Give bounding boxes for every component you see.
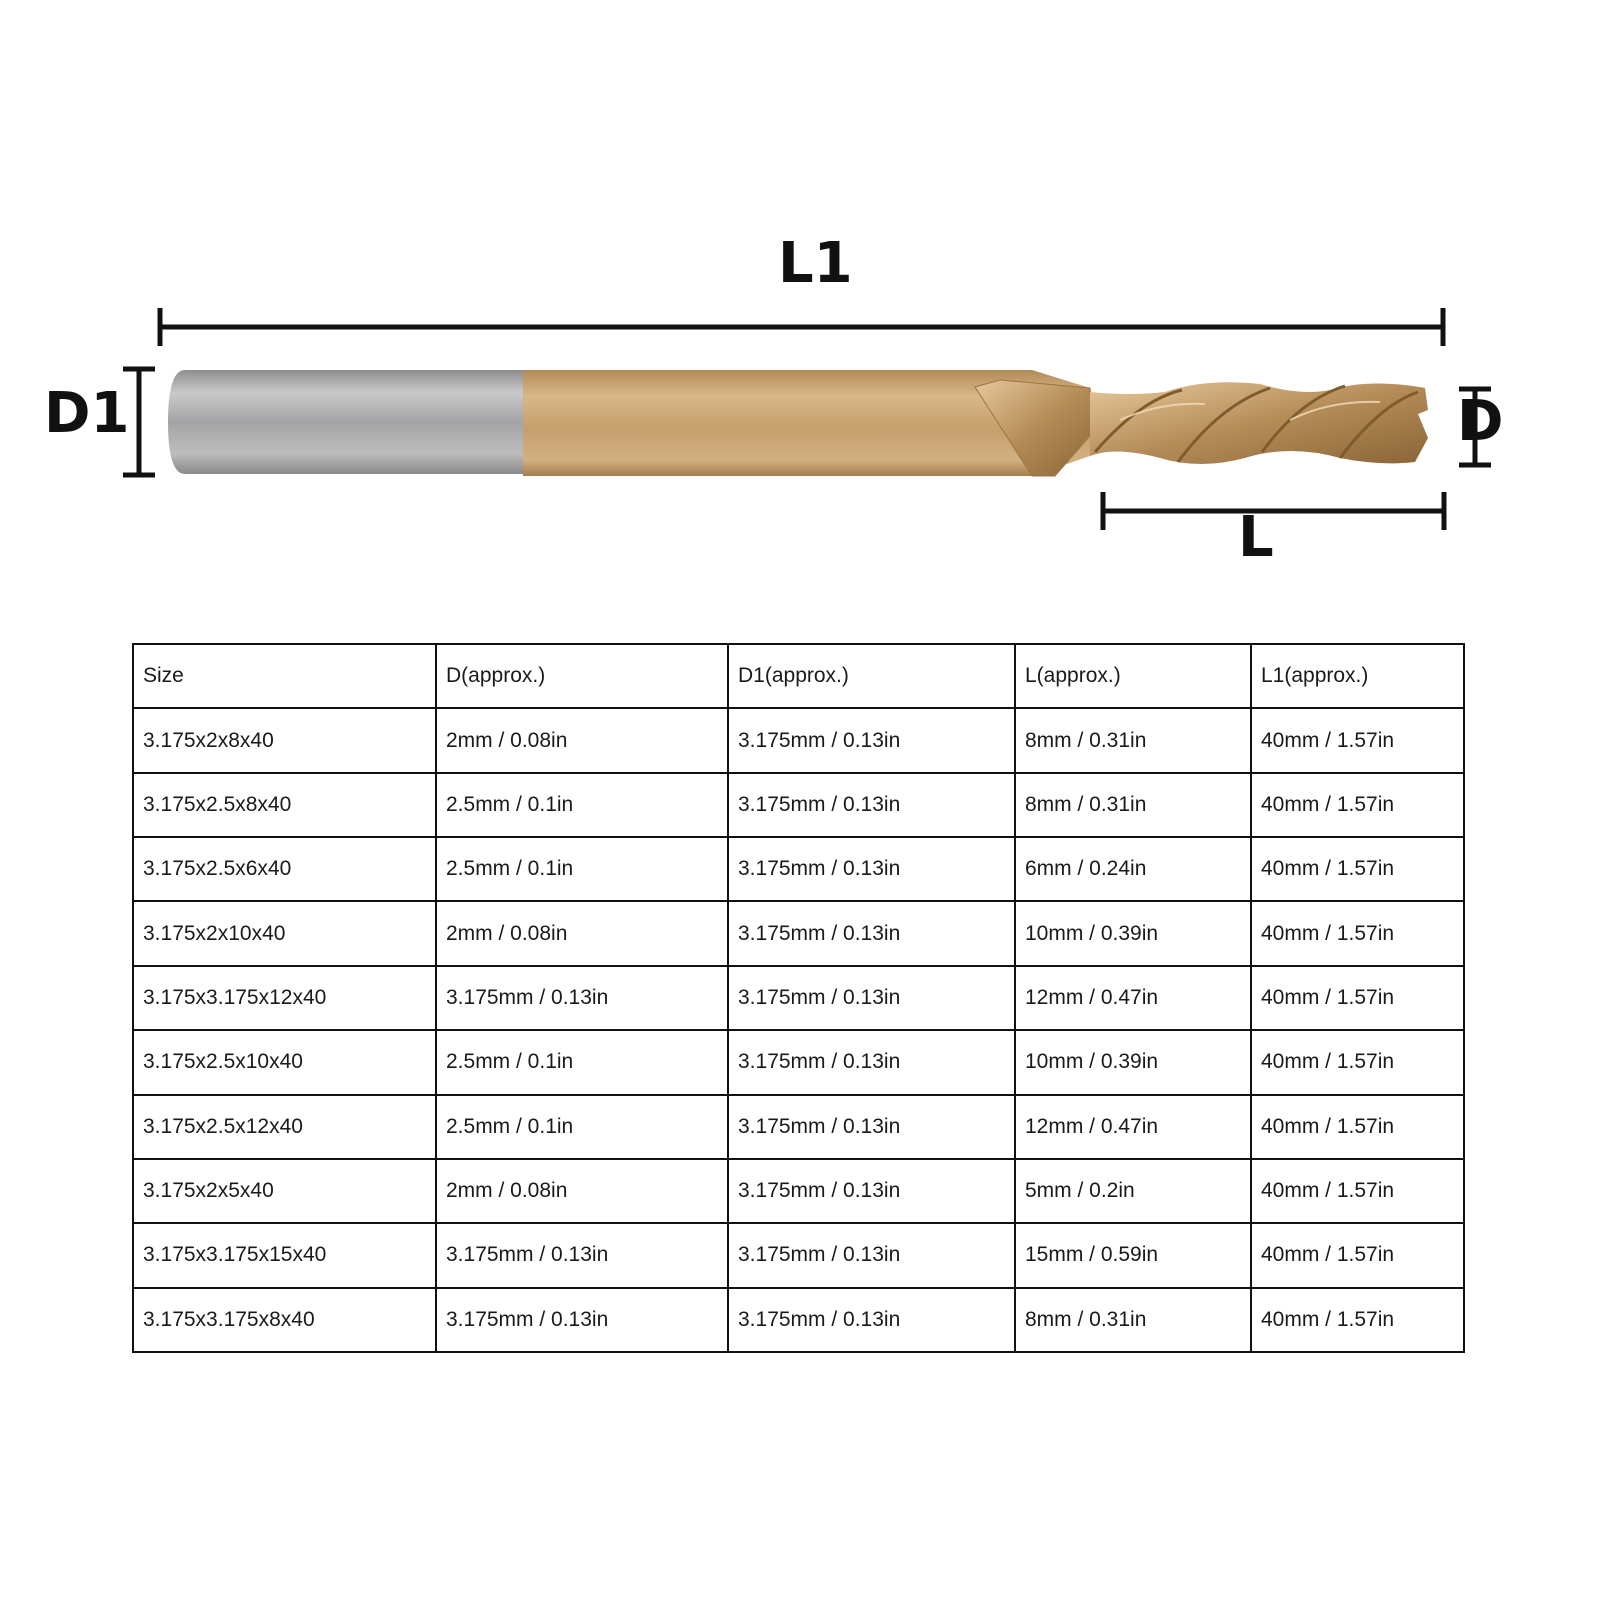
- cell-l: 12mm / 0.47in: [1014, 964, 1252, 1032]
- cell-size: 3.175x2.5x12x40: [132, 1093, 437, 1160]
- cell-size: 3.175x2x8x40: [132, 707, 437, 774]
- coated-body: [523, 370, 1090, 476]
- dimension-lines: [123, 308, 1491, 530]
- table-row: 3.175x3.175x12x40 3.175mm / 0.13in 3.175…: [132, 964, 1465, 1032]
- cell-d1: 3.175mm / 0.13in: [727, 707, 1016, 774]
- cell-l: 15mm / 0.59in: [1014, 1222, 1252, 1289]
- header-d: D(approx.): [435, 642, 729, 710]
- cell-l1: 40mm / 1.57in: [1250, 1286, 1465, 1354]
- cell-size: 3.175x2x5x40: [132, 1157, 437, 1225]
- table-row: 3.175x3.175x15x40 3.175mm / 0.13in 3.175…: [132, 1222, 1465, 1289]
- cell-d1: 3.175mm / 0.13in: [727, 836, 1016, 903]
- cell-l: 10mm / 0.39in: [1014, 900, 1252, 967]
- cell-d: 2.5mm / 0.1in: [435, 1029, 729, 1096]
- end-mill-illustration: [123, 308, 1491, 530]
- cell-l: 8mm / 0.31in: [1014, 771, 1252, 839]
- cell-d: 2mm / 0.08in: [435, 707, 729, 774]
- cell-l1: 40mm / 1.57in: [1250, 707, 1465, 774]
- table-row: 3.175x3.175x8x40 3.175mm / 0.13in 3.175m…: [132, 1286, 1465, 1354]
- cell-d: 2.5mm / 0.1in: [435, 1093, 729, 1160]
- cell-d1: 3.175mm / 0.13in: [727, 1222, 1016, 1289]
- cell-size: 3.175x2.5x6x40: [132, 836, 437, 903]
- cell-d1: 3.175mm / 0.13in: [727, 964, 1016, 1032]
- cell-size: 3.175x3.175x8x40: [132, 1286, 437, 1354]
- cell-d: 2mm / 0.08in: [435, 900, 729, 967]
- cell-d: 3.175mm / 0.13in: [435, 964, 729, 1032]
- cell-size: 3.175x2.5x8x40: [132, 771, 437, 839]
- cell-d: 2.5mm / 0.1in: [435, 771, 729, 839]
- cell-d: 3.175mm / 0.13in: [435, 1286, 729, 1354]
- cell-l: 8mm / 0.31in: [1014, 1286, 1252, 1354]
- end-mill-dimension-diagram: L1 D1 D L: [0, 0, 1601, 600]
- header-l1: L1(approx.): [1250, 642, 1465, 710]
- cell-l1: 40mm / 1.57in: [1250, 771, 1465, 839]
- table-row: 3.175x2x5x40 2mm / 0.08in 3.175mm / 0.13…: [132, 1157, 1465, 1225]
- cell-l: 8mm / 0.31in: [1014, 707, 1252, 774]
- table-row: 3.175x2x10x40 2mm / 0.08in 3.175mm / 0.1…: [132, 900, 1465, 967]
- cell-l1: 40mm / 1.57in: [1250, 900, 1465, 967]
- cell-l: 5mm / 0.2in: [1014, 1157, 1252, 1225]
- d1-label: D1: [44, 381, 130, 446]
- cell-d: 3.175mm / 0.13in: [435, 1222, 729, 1289]
- table-row: 3.175x2.5x10x40 2.5mm / 0.1in 3.175mm / …: [132, 1029, 1465, 1096]
- cell-d1: 3.175mm / 0.13in: [727, 900, 1016, 967]
- table-row: 3.175x2x8x40 2mm / 0.08in 3.175mm / 0.13…: [132, 707, 1465, 774]
- cell-d: 2mm / 0.08in: [435, 1157, 729, 1225]
- table-row: 3.175x2.5x6x40 2.5mm / 0.1in 3.175mm / 0…: [132, 836, 1465, 903]
- d-label: D: [1457, 389, 1504, 454]
- cell-l: 6mm / 0.24in: [1014, 836, 1252, 903]
- cell-d1: 3.175mm / 0.13in: [727, 1157, 1016, 1225]
- table-header-row: Size D(approx.) D1(approx.) L(approx.) L…: [132, 642, 1465, 710]
- cell-size: 3.175x3.175x12x40: [132, 964, 437, 1032]
- cell-d1: 3.175mm / 0.13in: [727, 1029, 1016, 1096]
- cell-l: 10mm / 0.39in: [1014, 1029, 1252, 1096]
- cell-d: 2.5mm / 0.1in: [435, 836, 729, 903]
- table-row: 3.175x2.5x8x40 2.5mm / 0.1in 3.175mm / 0…: [132, 771, 1465, 839]
- cell-size: 3.175x2x10x40: [132, 900, 437, 967]
- cell-l: 12mm / 0.47in: [1014, 1093, 1252, 1160]
- cell-l1: 40mm / 1.57in: [1250, 1222, 1465, 1289]
- cell-size: 3.175x3.175x15x40: [132, 1222, 437, 1289]
- cell-l1: 40mm / 1.57in: [1250, 1157, 1465, 1225]
- l1-label: L1: [778, 231, 853, 296]
- cell-l1: 40mm / 1.57in: [1250, 1029, 1465, 1096]
- cell-d1: 3.175mm / 0.13in: [727, 1093, 1016, 1160]
- cell-l1: 40mm / 1.57in: [1250, 836, 1465, 903]
- cell-d1: 3.175mm / 0.13in: [727, 1286, 1016, 1354]
- cutting-flutes: [1090, 382, 1428, 464]
- header-l: L(approx.): [1014, 642, 1252, 710]
- cell-l1: 40mm / 1.57in: [1250, 964, 1465, 1032]
- size-spec-table: Size D(approx.) D1(approx.) L(approx.) L…: [132, 642, 1465, 1354]
- cell-size: 3.175x2.5x10x40: [132, 1029, 437, 1096]
- header-d1: D1(approx.): [727, 642, 1016, 710]
- table-row: 3.175x2.5x12x40 2.5mm / 0.1in 3.175mm / …: [132, 1093, 1465, 1160]
- l-label: L: [1238, 505, 1274, 570]
- cell-l1: 40mm / 1.57in: [1250, 1093, 1465, 1160]
- shank: [168, 370, 525, 474]
- cell-d1: 3.175mm / 0.13in: [727, 771, 1016, 839]
- header-size: Size: [132, 642, 437, 710]
